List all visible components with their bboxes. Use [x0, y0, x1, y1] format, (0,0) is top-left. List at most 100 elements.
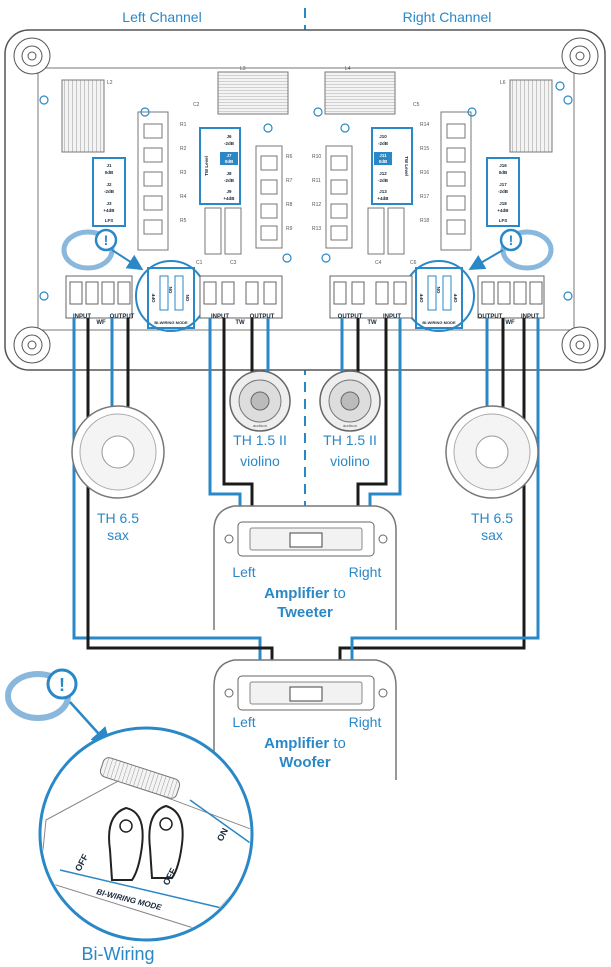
woofer-right-model: TH 6.5 [471, 510, 513, 526]
biwire-switch-right[interactable]: OFF ON OFF BI-WIRING MODE [415, 267, 463, 329]
terminal-label-input-left: INPUT [73, 314, 91, 320]
tw-jumper-panel-right[interactable]: J10 -2dB J11 0dB J12 -2dB J13 +4dB TW Le… [371, 127, 413, 205]
terminal-block-right-tw [329, 275, 413, 319]
svg-text:!: ! [59, 675, 65, 695]
tweeter-left: audison [229, 370, 291, 432]
woofer-left [71, 405, 165, 499]
terminal-label-output2-left: OUTPUT [250, 314, 275, 320]
amp-woofer-right-label: Right [349, 714, 382, 730]
wf-jumper-panel-left[interactable]: J1 0dB J2 -2dB J3 +4dB LFS [92, 157, 126, 227]
heatsink-l3 [217, 71, 289, 115]
woofer-right [445, 405, 539, 499]
svg-text:R13: R13 [312, 226, 321, 232]
svg-text:L3: L3 [240, 66, 246, 72]
terminal-label-output-right: OUTPUT [338, 314, 363, 320]
svg-text:BI-WIRING MODE: BI-WIRING MODE [154, 320, 188, 325]
svg-text:C6: C6 [410, 260, 417, 266]
biwire-detail-magnifier: OFF OFF ON BI-WIRING MODE [38, 726, 254, 942]
tweeter-left-variant: violino [240, 453, 280, 469]
svg-text:+4dB: +4dB [497, 208, 509, 213]
mounting-hole-br [561, 326, 599, 364]
svg-text:ON: ON [436, 287, 441, 294]
amp-tweeter-target: Tweeter [277, 604, 333, 621]
biwire-switch-left[interactable]: OFF ON ON BI-WIRING MODE [147, 267, 195, 329]
tweeter-left-model: TH 1.5 II [233, 432, 287, 448]
terminal-label-input-left-tw: INPUT [211, 314, 229, 320]
svg-text:J16: J16 [499, 163, 507, 168]
svg-text:R12: R12 [312, 202, 321, 208]
svg-text:C3: C3 [230, 260, 237, 266]
svg-text:R18: R18 [420, 218, 429, 224]
svg-text:R3: R3 [180, 170, 187, 176]
svg-text:audison: audison [253, 423, 267, 428]
tw-jumper-panel-left[interactable]: J6 -2dB J7 0dB J8 -2dB J9 +4dB TW Level [199, 127, 241, 205]
terminal-label-wf-left: WF [96, 320, 106, 326]
resistor-bank-right [325, 111, 472, 255]
svg-text:L4: L4 [345, 66, 351, 72]
warning-icon-right: ! [468, 228, 554, 271]
svg-text:R4: R4 [180, 194, 187, 200]
biwire-caption: Bi-Wiring [81, 944, 154, 964]
svg-text:TW Level: TW Level [204, 156, 209, 176]
svg-text:R11: R11 [312, 178, 321, 184]
terminal-label-input-right: INPUT [383, 314, 401, 320]
svg-text:TW Level: TW Level [404, 156, 409, 176]
svg-text:R9: R9 [286, 226, 293, 232]
svg-text:+4dB: +4dB [103, 208, 115, 213]
mounting-hole-bl [13, 326, 51, 364]
reference-markers [39, 81, 573, 301]
terminal-label-output-left: OUTPUT [110, 314, 135, 320]
svg-text:R2: R2 [180, 146, 187, 152]
svg-text:J10: J10 [379, 134, 387, 139]
svg-text:ON: ON [168, 287, 173, 294]
amp-woofer-target: Woofer [279, 754, 331, 771]
svg-text:J11: J11 [379, 153, 387, 158]
svg-text:C1: C1 [196, 260, 203, 266]
amp-woofer-left-label: Left [232, 714, 255, 730]
svg-text:0dB: 0dB [379, 159, 388, 164]
amplifier-tweeter [213, 505, 397, 630]
terminal-block-left-wf [65, 275, 133, 319]
amplifier-woofer [213, 659, 397, 780]
wf-jumper-panel-right[interactable]: J16 0dB J17 -2dB J18 +4dB LFS [486, 157, 520, 227]
amp-woofer-title: Amplifier to [264, 735, 346, 752]
svg-text:0dB: 0dB [225, 159, 234, 164]
svg-text:J1: J1 [106, 163, 112, 168]
svg-text:J6: J6 [226, 134, 232, 139]
svg-text:LFS: LFS [105, 218, 114, 223]
terminal-label-wf-right: WF [505, 320, 515, 326]
svg-text:OFF: OFF [419, 293, 424, 302]
svg-text:+4dB: +4dB [377, 196, 389, 201]
svg-text:-2dB: -2dB [104, 189, 115, 194]
svg-text:C2: C2 [193, 102, 200, 108]
svg-text:L6: L6 [500, 80, 506, 86]
woofer-left-model: TH 6.5 [97, 510, 139, 526]
woofer-left-variant: sax [107, 527, 129, 543]
warning-icon-detail: ! [5, 668, 112, 748]
svg-text:R17: R17 [420, 194, 429, 200]
tweeter-right-model: TH 1.5 II [323, 432, 377, 448]
inductor-l2 [61, 79, 105, 153]
svg-text:L2: L2 [107, 80, 113, 86]
svg-text:R7: R7 [286, 178, 293, 184]
svg-text:J8: J8 [226, 171, 232, 176]
svg-text:-2dB: -2dB [224, 141, 235, 146]
terminal-block-left-tw [199, 275, 283, 319]
woofer-right-variant: sax [481, 527, 503, 543]
amp-tweeter-title: Amplifier to [264, 585, 346, 602]
right-channel-label: Right Channel [403, 9, 492, 25]
svg-text:BI-WIRING MODE: BI-WIRING MODE [422, 320, 456, 325]
svg-text:J13: J13 [379, 189, 387, 194]
svg-text:R16: R16 [420, 170, 429, 176]
svg-text:J12: J12 [379, 171, 387, 176]
svg-text:R14: R14 [420, 122, 429, 128]
heatsink-l4 [324, 71, 396, 115]
svg-text:!: ! [104, 232, 109, 248]
svg-text:R10: R10 [312, 154, 321, 160]
svg-text:J9: J9 [226, 189, 232, 194]
svg-text:audison: audison [343, 423, 357, 428]
svg-text:R1: R1 [180, 122, 187, 128]
